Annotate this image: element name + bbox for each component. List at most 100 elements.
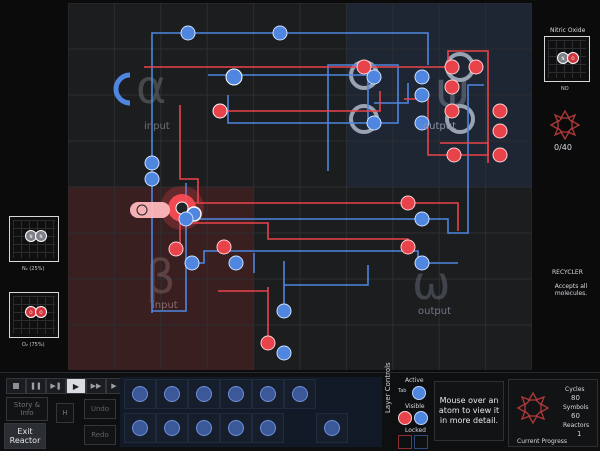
palette-grab-drop[interactable] (188, 379, 220, 409)
blue-instruction-node[interactable] (366, 115, 382, 131)
red-instruction-node[interactable] (444, 103, 460, 119)
blue-instruction-node[interactable] (414, 255, 430, 271)
red-instruction-node[interactable] (468, 59, 484, 75)
sync-icon (228, 386, 244, 402)
output-molecule-bottom: O O (9, 292, 59, 338)
blue-instruction-node[interactable] (414, 211, 430, 227)
play-button[interactable]: ▶ (66, 378, 86, 394)
blue-instruction-node[interactable] (272, 25, 288, 41)
progress-wheel-svg (549, 109, 581, 141)
red-instruction-node[interactable] (356, 59, 372, 75)
arrow-left-icon (132, 420, 148, 436)
palette-move-down[interactable] (156, 413, 188, 443)
red-instruction-node[interactable] (400, 195, 416, 211)
stop-button[interactable] (6, 378, 26, 394)
target-formula: NO (561, 86, 569, 92)
active-blue-toggle[interactable] (412, 386, 426, 400)
recycler-title: RECYCLER (552, 269, 583, 276)
blue-instruction-node[interactable] (414, 87, 430, 103)
blue-instruction-node[interactable] (178, 211, 194, 227)
symbols-label: Symbols (563, 404, 589, 411)
red-waldo-arm (130, 202, 170, 218)
help-letter: H (62, 409, 68, 417)
redo-button[interactable]: Redo (84, 425, 116, 445)
red-start-node[interactable] (260, 335, 276, 351)
output-bottom-label: O₂ (75%) (22, 342, 45, 348)
visible-blue-toggle[interactable] (414, 411, 428, 425)
reactors-value: 1 (577, 430, 582, 438)
blue-rotate-node[interactable] (225, 68, 243, 86)
blue-start-node[interactable] (276, 345, 292, 361)
faster-icon: ▶ (111, 382, 117, 390)
input-icon (292, 386, 308, 402)
reactor-board-svg: α ψ β ω (68, 3, 532, 370)
red-instruction-node[interactable] (446, 147, 462, 163)
atom-o-left: O (25, 306, 37, 318)
palette-rotate-ccw[interactable] (252, 413, 284, 443)
blue-instruction-node[interactable] (184, 255, 200, 271)
atom-hint-box: Mouse over an atom to view it in more de… (434, 381, 504, 441)
svg-text:β: β (146, 250, 175, 304)
red-instruction-node[interactable] (444, 79, 460, 95)
omega-zone-label: output (418, 306, 451, 317)
blue-instruction-node[interactable] (144, 171, 160, 187)
red-rotate-node[interactable] (212, 103, 228, 119)
palette-output[interactable] (316, 413, 348, 443)
reactor-board[interactable]: α ψ β ω (68, 3, 532, 370)
psi-marker-4 (445, 104, 475, 134)
palette-input[interactable] (284, 379, 316, 409)
atom-o-right: O (35, 306, 47, 318)
red-instruction-node[interactable] (168, 241, 184, 257)
red-instruction-node[interactable] (492, 147, 508, 163)
locked-blue-toggle[interactable] (414, 435, 428, 449)
fast-button[interactable]: ▶▶ (86, 378, 106, 394)
step-button[interactable]: ▶❚ (46, 378, 66, 394)
blue-instruction-node[interactable] (228, 255, 244, 271)
help-button[interactable]: H (56, 403, 74, 423)
blue-instruction-node[interactable] (414, 115, 430, 131)
red-instruction-node[interactable] (492, 103, 508, 119)
palette-sync[interactable] (220, 379, 252, 409)
red-instruction-node[interactable] (400, 239, 416, 255)
pause-button[interactable]: ❚❚ (26, 378, 46, 394)
symbols-value: 60 (571, 412, 580, 420)
red-instruction-node[interactable] (492, 123, 508, 139)
fast-icon: ▶▶ (90, 382, 102, 390)
palette-move-up[interactable] (156, 379, 188, 409)
red-instruction-node[interactable] (216, 239, 232, 255)
atom-hint-text: Mouse over an atom to view it in more de… (438, 396, 500, 425)
rotate-cw-icon (260, 386, 276, 402)
cycles-label: Cycles (565, 386, 585, 393)
palette-rotate-cw[interactable] (252, 379, 284, 409)
current-progress-label: Current Progress (517, 438, 568, 445)
exit-reactor-button[interactable]: Exit Reactor (4, 423, 46, 449)
bond-minus-icon (228, 420, 244, 436)
blue-waldo-arc (113, 72, 131, 106)
cycles-value: 80 (571, 394, 580, 402)
target-molecule: N O (544, 36, 590, 82)
blue-instruction-node[interactable] (276, 303, 292, 319)
visible-label: Visible (405, 403, 425, 410)
progress-wheel-icon (548, 108, 582, 142)
blue-instruction-node[interactable] (414, 69, 430, 85)
blue-instruction-node[interactable] (366, 69, 382, 85)
undo-button[interactable]: Undo (84, 399, 116, 419)
psi-zone-label: output (423, 121, 456, 132)
story-info-button[interactable]: Story & Info (6, 397, 48, 421)
story-info-label: Story & Info (13, 401, 41, 417)
output-molecule-top: N N (9, 216, 59, 262)
visible-red-toggle[interactable] (398, 411, 412, 425)
palette-move-right[interactable] (188, 413, 220, 443)
play-icon: ▶ (72, 381, 80, 391)
blue-instruction-node[interactable] (180, 25, 196, 41)
layer-controls-title: Layer Controls (384, 362, 392, 413)
palette-bond-minus[interactable] (220, 413, 252, 443)
palette-bond-plus[interactable] (124, 379, 156, 409)
locked-red-toggle[interactable] (398, 435, 412, 449)
rotate-ccw-icon (260, 420, 276, 436)
palette-move-left[interactable] (124, 413, 156, 443)
blue-instruction-node[interactable] (144, 155, 160, 171)
red-instruction-node[interactable] (444, 59, 460, 75)
alpha-zone-glyph: α (136, 60, 166, 114)
grab-icon (196, 386, 212, 402)
